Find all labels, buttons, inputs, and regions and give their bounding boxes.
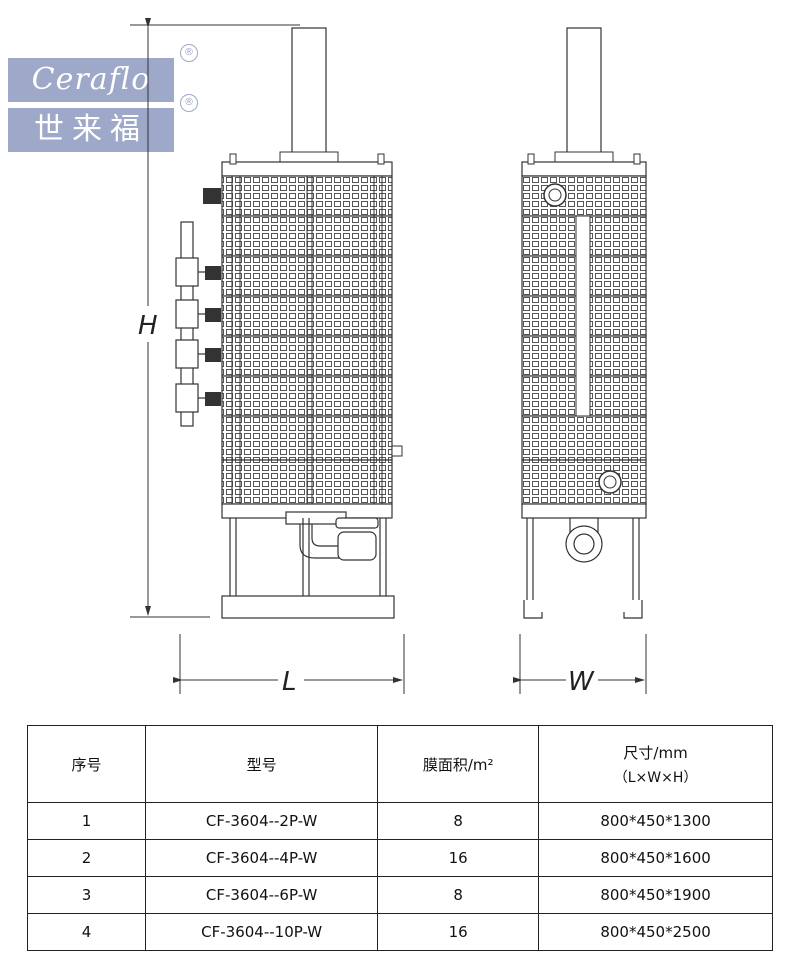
cell-area: 8 bbox=[377, 802, 540, 840]
table-header-row: 序号 型号 膜面积/m² 尺寸/mm （L×W×H） bbox=[26, 725, 773, 803]
cell-index: 1 bbox=[26, 802, 147, 840]
cell-size: 800*450*1300 bbox=[538, 802, 773, 840]
registered-mark-icon: ® bbox=[180, 44, 198, 62]
cell-size: 800*450*1600 bbox=[538, 839, 773, 877]
cell-model: CF-3604--10P-W bbox=[145, 913, 379, 951]
cell-area: 16 bbox=[377, 839, 540, 877]
height-label: H bbox=[138, 311, 158, 341]
equipment-drawing: H bbox=[130, 18, 647, 697]
side-view bbox=[521, 27, 647, 619]
header-index: 序号 bbox=[26, 725, 147, 803]
cell-area: 8 bbox=[377, 876, 540, 914]
table-row: 4 CF-3604--10P-W 16 800*450*2500 bbox=[26, 913, 773, 951]
cell-model: CF-3604--4P-W bbox=[145, 839, 379, 877]
table-row: 2 CF-3604--4P-W 16 800*450*1600 bbox=[26, 839, 773, 877]
cell-size: 800*450*2500 bbox=[538, 913, 773, 951]
cell-model: CF-3604--6P-W bbox=[145, 876, 379, 914]
cell-model: CF-3604--2P-W bbox=[145, 802, 379, 840]
logo-english-text: Ceraflo bbox=[31, 62, 151, 97]
cell-index: 2 bbox=[26, 839, 147, 877]
table-row: 3 CF-3604--6P-W 8 800*450*1900 bbox=[26, 876, 773, 914]
header-size: 尺寸/mm （L×W×H） bbox=[538, 725, 773, 803]
registered-mark-icon: ® bbox=[180, 94, 198, 112]
header-area: 膜面积/m² bbox=[377, 725, 540, 803]
cell-area: 16 bbox=[377, 913, 540, 951]
cell-size: 800*450*1900 bbox=[538, 876, 773, 914]
header-size-label: 尺寸/mm bbox=[623, 743, 688, 762]
cell-index: 3 bbox=[26, 876, 147, 914]
header-model: 型号 bbox=[145, 725, 379, 803]
width-label: W bbox=[568, 667, 595, 697]
table-row: 1 CF-3604--2P-W 8 800*450*1300 bbox=[26, 802, 773, 840]
cell-index: 4 bbox=[26, 913, 147, 951]
header-size-sub: （L×W×H） bbox=[613, 769, 698, 786]
logo-chinese-text: 世来福 bbox=[34, 112, 148, 147]
spec-table: 序号 型号 膜面积/m² 尺寸/mm （L×W×H） 1 CF-3604--2P… bbox=[26, 725, 773, 951]
length-label: L bbox=[282, 667, 297, 697]
front-view bbox=[175, 27, 403, 619]
